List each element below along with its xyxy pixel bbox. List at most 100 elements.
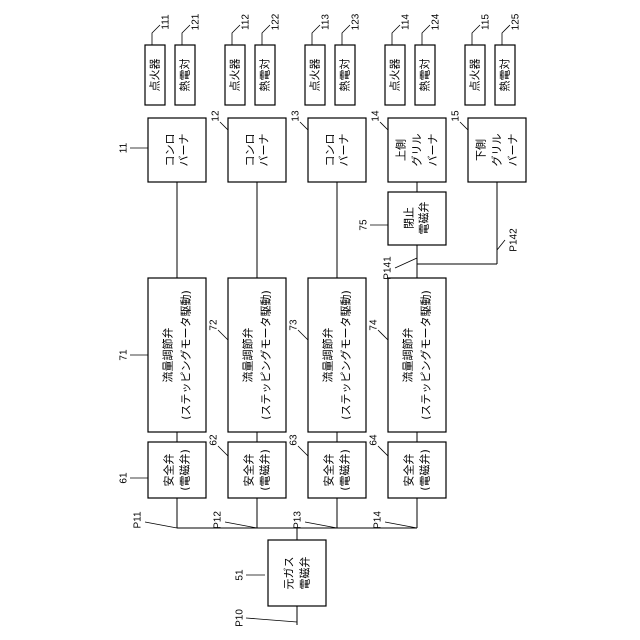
leader-62 bbox=[218, 446, 228, 456]
ref-123: 123 bbox=[351, 13, 362, 30]
main-valve-51-line1: 元ガス bbox=[283, 557, 296, 590]
leader-73 bbox=[298, 330, 308, 340]
closing-valve-75: 閉止 電磁弁 75 bbox=[359, 192, 447, 245]
pipe-label-p141: P141 bbox=[383, 256, 394, 280]
burner-14-line1: 上側 bbox=[395, 139, 408, 161]
ref-75: 75 bbox=[359, 219, 370, 231]
leader-114 bbox=[392, 25, 400, 45]
burner-12-line1: コンロ bbox=[244, 134, 257, 167]
pipe-label-p12: P12 bbox=[213, 511, 224, 529]
closing-valve-75-line2: 電磁弁 bbox=[417, 202, 431, 235]
main-valve-51-box bbox=[268, 540, 326, 606]
burner-15-line2: グリル bbox=[490, 134, 504, 167]
ref-12: 12 bbox=[211, 110, 222, 122]
ref-73: 73 bbox=[289, 319, 300, 331]
burner-11-line1: コンロ bbox=[164, 134, 177, 167]
ref-74: 74 bbox=[369, 319, 380, 331]
ref-14: 14 bbox=[371, 110, 382, 122]
leader-122 bbox=[262, 25, 270, 45]
ref-114: 114 bbox=[401, 14, 412, 30]
flow-valve-72-line2: (ステッピングモータ駆動) bbox=[259, 290, 273, 420]
leader-p14 bbox=[385, 522, 417, 528]
igniter-thermo-row: 点火器 熱電対 点火器 熱電対 点火器 熱電対 点火器 熱電対 点火器 熱電対 … bbox=[145, 13, 522, 105]
leader-12 bbox=[220, 122, 228, 130]
flow-valve-73-line1: 流量調節弁 bbox=[321, 328, 335, 383]
burner-15-line1: 下側 bbox=[475, 139, 488, 161]
leader-64 bbox=[378, 446, 388, 456]
safety-valve-63-line2: (電磁弁) bbox=[338, 449, 352, 491]
ref-115: 115 bbox=[481, 14, 492, 30]
burner-row: コンロ バーナ コンロ バーナ コンロ バーナ 上側 グリル バーナ 下側 グリ… bbox=[119, 110, 527, 182]
ref-111: 111 bbox=[161, 14, 172, 30]
safety-valve-64-line2: (電磁弁) bbox=[418, 449, 432, 491]
ref-124: 124 bbox=[431, 13, 442, 30]
burner-11-line2: バーナ bbox=[178, 134, 191, 167]
flow-valve-74-line2: (ステッピングモータ駆動) bbox=[419, 290, 433, 420]
leader-p13 bbox=[305, 522, 337, 528]
burner-13-line1: コンロ bbox=[324, 134, 337, 167]
flow-valve-71-box bbox=[148, 278, 206, 432]
ref-112: 112 bbox=[241, 14, 252, 30]
leader-p10 bbox=[246, 618, 297, 622]
leader-72 bbox=[218, 330, 228, 340]
igniter-112-label: 点火器 bbox=[229, 59, 242, 92]
flow-valve-74-box bbox=[388, 278, 446, 432]
main-valve-51-line2: 電磁弁 bbox=[298, 557, 312, 590]
thermo-125-label: 熱電対 bbox=[498, 59, 512, 92]
safety-valve-61-line1: 安全弁 bbox=[162, 454, 176, 487]
leader-123 bbox=[342, 25, 350, 45]
flow-valve-71-line1: 流量調節弁 bbox=[161, 328, 175, 383]
leader-p141 bbox=[395, 258, 417, 268]
ref-63: 63 bbox=[289, 434, 300, 446]
leader-74 bbox=[378, 330, 388, 340]
pipe-label-p142: P142 bbox=[509, 228, 520, 252]
leader-15 bbox=[460, 122, 468, 130]
igniter-111-label: 点火器 bbox=[149, 59, 162, 92]
ref-13: 13 bbox=[291, 110, 302, 122]
flow-valve-73-box bbox=[308, 278, 366, 432]
igniter-115-label: 点火器 bbox=[469, 59, 482, 92]
leader-13 bbox=[300, 122, 308, 130]
flow-valve-row: 流量調節弁 (ステッピングモータ駆動) 流量調節弁 (ステッピングモータ駆動) … bbox=[119, 278, 447, 432]
ref-11: 11 bbox=[119, 142, 130, 153]
thermo-123-label: 熱電対 bbox=[338, 59, 352, 92]
pipe-label-p14: P14 bbox=[373, 511, 384, 529]
burner-14-line2: グリル bbox=[410, 134, 424, 167]
flow-valve-74-line1: 流量調節弁 bbox=[401, 328, 415, 383]
igniter-114-label: 点火器 bbox=[389, 59, 402, 92]
flow-valve-72-line1: 流量調節弁 bbox=[241, 328, 255, 383]
flow-valve-72-box bbox=[228, 278, 286, 432]
flow-valve-73-line2: (ステッピングモータ駆動) bbox=[339, 290, 353, 420]
burner-15-line3: バーナ bbox=[507, 134, 520, 167]
burner-13-line2: バーナ bbox=[338, 134, 351, 167]
safety-valve-63-box bbox=[308, 442, 366, 498]
leader-125 bbox=[502, 25, 510, 45]
leader-p12 bbox=[225, 522, 257, 528]
closing-valve-75-line1: 閉止 bbox=[403, 207, 416, 229]
ref-64: 64 bbox=[369, 434, 380, 446]
ref-122: 122 bbox=[271, 13, 282, 30]
safety-valve-62-line2: (電磁弁) bbox=[258, 449, 272, 491]
leader-121 bbox=[182, 25, 190, 45]
leader-63 bbox=[298, 446, 308, 456]
leader-p11 bbox=[145, 522, 177, 528]
leader-111 bbox=[152, 25, 160, 45]
ref-62: 62 bbox=[209, 434, 220, 446]
leader-p142 bbox=[497, 240, 505, 250]
ref-113: 113 bbox=[321, 14, 332, 30]
safety-valve-61-box bbox=[148, 442, 206, 498]
pipe-label-p13: P13 bbox=[293, 511, 304, 529]
leader-113 bbox=[312, 25, 320, 45]
thermo-122-label: 熱電対 bbox=[258, 59, 272, 92]
ref-15: 15 bbox=[451, 110, 462, 122]
leader-112 bbox=[232, 25, 240, 45]
pipe-label-p11: P11 bbox=[133, 511, 144, 528]
ref-125: 125 bbox=[511, 13, 522, 30]
leader-14 bbox=[380, 122, 388, 130]
safety-valve-61-line2: (電磁弁) bbox=[178, 449, 192, 491]
safety-valve-64-box bbox=[388, 442, 446, 498]
safety-valve-row: 安全弁 (電磁弁) 安全弁 (電磁弁) 安全弁 (電磁弁) 安全弁 (電磁弁) … bbox=[119, 434, 447, 498]
thermo-121-label: 熱電対 bbox=[178, 59, 192, 92]
safety-valve-62-box bbox=[228, 442, 286, 498]
